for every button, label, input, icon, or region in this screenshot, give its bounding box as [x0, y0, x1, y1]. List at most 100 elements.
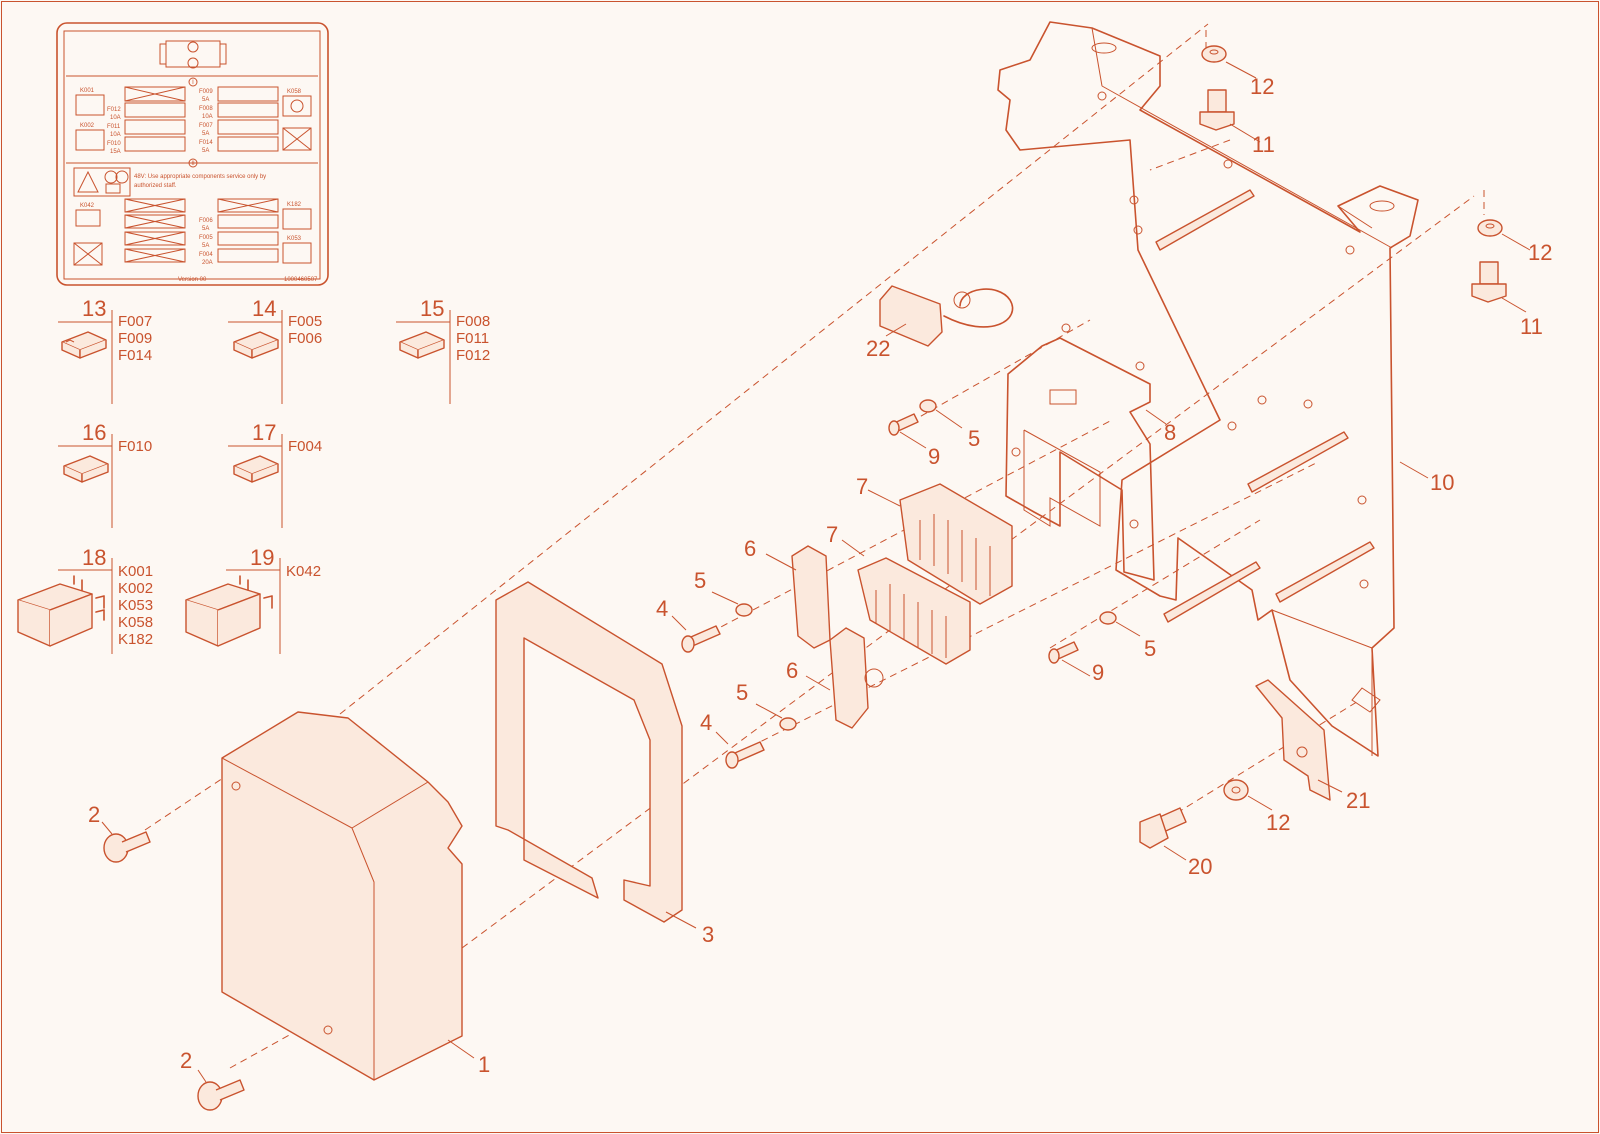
svg-text:13: 13	[82, 296, 106, 321]
callout-10: 10	[1430, 470, 1454, 495]
fuse-bracket-8	[1005, 323, 1155, 581]
svg-text:F009: F009	[118, 330, 152, 347]
svg-text:K053: K053	[118, 597, 153, 614]
callout-12-lower: 12	[1266, 810, 1290, 835]
callout-2-lower: 2	[180, 1048, 192, 1073]
legend-group-14: 14 F005 F006	[228, 296, 322, 404]
relay-label-k182: K182	[287, 202, 302, 208]
svg-text:10A: 10A	[110, 115, 121, 121]
washer-12c	[1223, 779, 1249, 801]
callout-21: 21	[1346, 788, 1370, 813]
callout-5-b: 5	[736, 680, 748, 705]
svg-text:F010: F010	[107, 141, 121, 147]
callout-5-d: 5	[1144, 636, 1156, 661]
callout-8: 8	[1164, 420, 1176, 445]
washer-5d	[1099, 611, 1117, 625]
knob-screw-upper	[103, 831, 151, 863]
relay-icon	[17, 575, 105, 647]
washer-5a	[735, 603, 753, 617]
svg-text:F012: F012	[456, 347, 490, 364]
svg-text:I: I	[192, 80, 194, 86]
svg-text:5A: 5A	[202, 148, 209, 154]
blade-fuse-icon	[63, 455, 109, 483]
warning-icon	[77, 170, 99, 193]
cap-22	[879, 285, 1014, 347]
callout-2-upper: 2	[88, 802, 100, 827]
panel-version: Version 00	[178, 277, 207, 283]
legend-group-13: 13 F007 F009 F014	[58, 296, 152, 404]
seal-gasket-3	[495, 581, 683, 923]
callout-5-a: 5	[694, 568, 706, 593]
callout-3: 3	[702, 922, 714, 947]
section-1-marker	[188, 77, 198, 87]
svg-text:14: 14	[252, 296, 276, 321]
warning-text-line1: 48V: Use appropriate components service …	[134, 174, 266, 180]
callout-5-c: 5	[968, 426, 980, 451]
gear-icon	[290, 99, 304, 113]
svg-text:F010: F010	[118, 438, 152, 455]
plate-21	[1255, 679, 1331, 801]
svg-text:K002: K002	[118, 580, 153, 597]
legend-group-17: 17 F004	[228, 420, 322, 528]
blade-fuse-icon	[233, 331, 279, 359]
svg-text:F007: F007	[199, 123, 213, 129]
callout-22: 22	[866, 336, 890, 361]
svg-text:F009: F009	[199, 89, 213, 95]
svg-text:F004: F004	[288, 438, 322, 455]
svg-text:F006: F006	[199, 218, 213, 224]
svg-text:5A: 5A	[202, 243, 209, 249]
hardware	[681, 45, 1507, 849]
svg-text:F007: F007	[118, 313, 152, 330]
svg-text:K042: K042	[286, 563, 321, 580]
svg-text:F014: F014	[118, 347, 152, 364]
svg-text:16: 16	[82, 420, 106, 445]
callout-4-lower: 4	[700, 710, 712, 735]
panel-part-number: 1000460507	[284, 277, 318, 283]
svg-text:18: 18	[82, 545, 106, 570]
svg-text:10A: 10A	[110, 132, 121, 138]
svg-text:F014: F014	[199, 140, 213, 146]
relay-label-k001: K001	[80, 88, 95, 94]
legend-group-18: 18 K001 K002 K053 K058 K182	[17, 545, 153, 654]
svg-text:F012: F012	[107, 107, 121, 113]
callout-11-lower: 11	[1520, 314, 1543, 339]
svg-text:F008: F008	[199, 106, 213, 112]
callout-6-upper: 6	[744, 536, 756, 561]
relay-label-k042: K042	[80, 203, 95, 209]
fuse-column-a: F012 10A F011 10A F010 15A	[107, 86, 186, 155]
svg-text:17: 17	[252, 420, 276, 445]
svg-text:15A: 15A	[110, 149, 121, 155]
svg-text:15: 15	[420, 296, 444, 321]
callout-9-upper: 9	[928, 444, 940, 469]
callout-20: 20	[1188, 854, 1212, 879]
callout-6-lower: 6	[786, 658, 798, 683]
callout-7-lower: 7	[826, 522, 838, 547]
cover-1	[221, 711, 463, 1081]
callout-7-upper: 7	[856, 474, 868, 499]
svg-text:F011: F011	[107, 124, 121, 130]
din-rail-upper	[791, 545, 831, 649]
svg-text:10A: 10A	[202, 114, 213, 120]
callout-11-upper: 11	[1252, 132, 1275, 157]
svg-text:19: 19	[250, 545, 274, 570]
blade-fuse-icon	[399, 331, 445, 359]
svg-text:F005: F005	[288, 313, 322, 330]
svg-text:K001: K001	[118, 563, 153, 580]
din-rail-lower	[829, 627, 884, 729]
washer-5b	[779, 717, 797, 731]
legend-group-19: 19 K042	[185, 545, 321, 654]
svg-text:F004: F004	[199, 252, 213, 258]
svg-text:F006: F006	[288, 330, 322, 347]
svg-text:F011: F011	[456, 330, 489, 347]
callouts: 1 2 2 3 4 4 5 5 5 5 6 6 7 7 8 9 9 10 1	[88, 61, 1552, 1083]
relay-icon	[185, 575, 273, 647]
warning-sign-box	[73, 167, 131, 197]
relay-label-k053: K053	[287, 236, 302, 242]
blade-fuse-icon	[61, 331, 107, 359]
relay-label-k002: K002	[80, 123, 95, 129]
svg-text:20A: 20A	[202, 260, 213, 266]
callout-1: 1	[478, 1052, 490, 1077]
svg-text:K058: K058	[118, 614, 153, 631]
